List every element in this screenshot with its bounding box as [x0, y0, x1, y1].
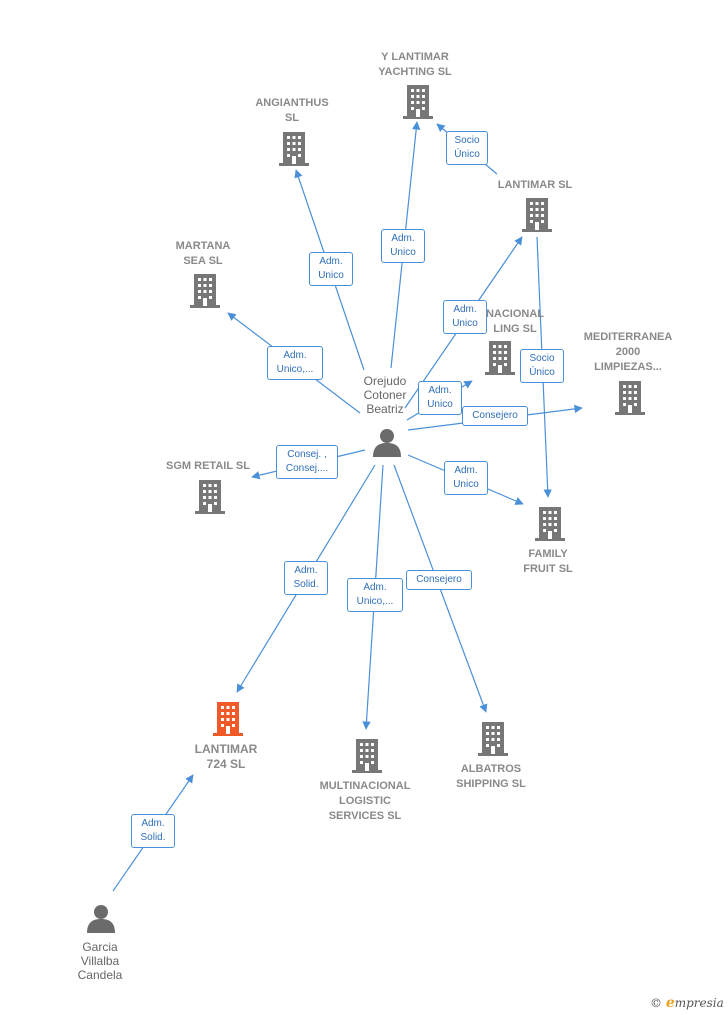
building-icon-ylantimar[interactable] [403, 85, 433, 119]
node-label-family[interactable]: FAMILY FRUIT SL [523, 548, 573, 575]
edge-label-socio-family[interactable]: Socio Único [520, 349, 564, 383]
node-label-lantimarsl[interactable]: LANTIMAR SL [497, 179, 573, 191]
person-icon-garcia[interactable] [87, 905, 115, 933]
node-label-ylantimar[interactable]: Y LANTIMAR YACHTING SL [378, 51, 452, 78]
building-icon-martana[interactable] [190, 274, 220, 308]
building-icon-angianthus[interactable] [279, 132, 309, 166]
building-icon-sgm[interactable] [195, 480, 225, 514]
building-icon-family[interactable] [535, 507, 565, 541]
node-label-albatros[interactable]: ALBATROS SHIPPING SL [456, 763, 526, 790]
building-icon-nacional[interactable] [485, 341, 515, 375]
building-icon-albatros[interactable] [478, 722, 508, 756]
building-icon-lantimarsl[interactable] [522, 198, 552, 232]
edge-label-nacional[interactable]: Adm. Unico [418, 381, 462, 415]
edge-label-lantimar724[interactable]: Adm. Solid. [284, 561, 328, 595]
node-label-lantimar724[interactable]: LANTIMAR 724 SL [194, 742, 258, 771]
node-label-nacional[interactable]: NACIONAL LING SL [485, 308, 545, 335]
edge-label-albatros[interactable]: Consejero [406, 570, 472, 590]
edge-label-ylantimar[interactable]: Adm. Unico [381, 229, 425, 263]
edge-label-martana[interactable]: Adm. Unico,... [267, 346, 323, 380]
empresia-logo: © empresia [650, 995, 724, 1011]
building-icon-multinacional[interactable] [352, 739, 382, 773]
brand-initial: e [665, 995, 675, 1011]
building-icon-mediterranea[interactable] [615, 381, 645, 415]
building-icon-lantimar724[interactable] [213, 702, 243, 736]
node-label-angianthus[interactable]: ANGIANTHUS SL [255, 97, 329, 124]
node-label-sgm[interactable]: SGM RETAIL SL [166, 460, 250, 472]
edge-label-sgm[interactable]: Consej. , Consej.... [276, 445, 338, 479]
edge-label-angianthus[interactable]: Adm. Unico [309, 252, 353, 286]
node-label-orejudo[interactable]: Orejudo Cotoner Beatriz [363, 374, 407, 416]
node-label-martana[interactable]: MARTANA SEA SL [175, 240, 231, 267]
person-icon-orejudo[interactable] [373, 429, 401, 457]
node-label-multinacional[interactable]: MULTINACIONAL LOGISTIC SERVICES SL [319, 780, 411, 822]
edge-label-multinacional[interactable]: Adm. Unico,... [347, 578, 403, 612]
node-label-garcia[interactable]: Garcia Villalba Candela [77, 940, 123, 982]
brand-name: mpresia [674, 996, 724, 1010]
copyright-symbol: © [650, 996, 662, 1010]
edge-label-socio-ylantimar[interactable]: Socio Único [446, 131, 488, 165]
edge-label-family[interactable]: Adm. Unico [444, 461, 488, 495]
edge-label-mediterranea[interactable]: Consejero [462, 406, 528, 426]
edge-label-garcia[interactable]: Adm. Solid. [131, 814, 175, 848]
edge-label-lantimarsl[interactable]: Adm. Unico [443, 300, 487, 334]
node-label-mediterranea[interactable]: MEDITERRANEA 2000 LIMPIEZAS... [583, 331, 673, 373]
